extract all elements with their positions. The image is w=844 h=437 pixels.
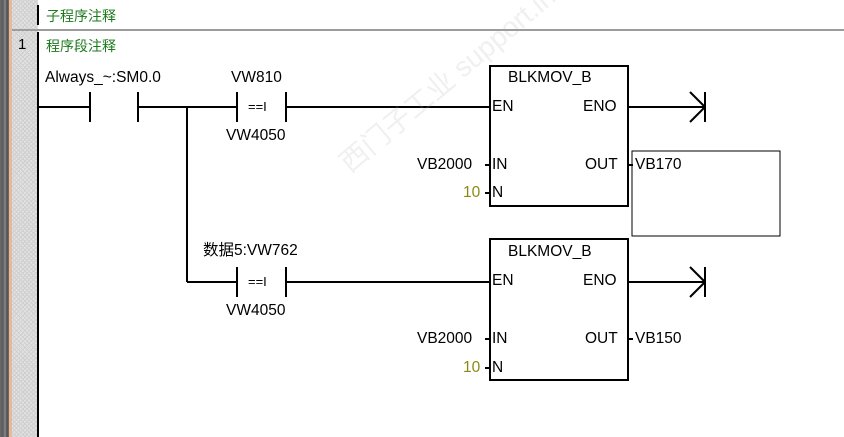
block-2-in-pin: IN xyxy=(492,330,508,347)
block-2-en-pin: EN xyxy=(492,272,514,289)
block-2-n-operand[interactable]: 10 xyxy=(463,359,481,376)
block-1-out-pin: OUT xyxy=(585,156,618,173)
block-1-en-pin: EN xyxy=(492,98,514,115)
block-2-in-operand[interactable]: VB2000 xyxy=(417,330,473,347)
power-rail xyxy=(37,32,39,437)
cmp2-operator: ==I xyxy=(248,274,267,289)
end-coil-icon-2 xyxy=(689,281,706,298)
block-1-title: BLKMOV_B xyxy=(508,69,592,86)
block-1-n-operand[interactable]: 10 xyxy=(463,184,481,201)
blkmov-block-1[interactable] xyxy=(489,65,629,207)
end-coil-icon-2 xyxy=(689,266,706,283)
cmp2-top-operand[interactable]: 数据5:VW762 xyxy=(203,242,298,259)
blkmov-block-2[interactable] xyxy=(489,238,629,381)
operand-edit-box[interactable] xyxy=(631,150,781,237)
block-2-title: BLKMOV_B xyxy=(508,243,592,260)
cmp1-operator: ==I xyxy=(248,99,267,114)
always-contact-label: Always_~:SM0.0 xyxy=(45,69,161,86)
network-number[interactable]: 1 xyxy=(18,36,27,53)
editor-left-border xyxy=(0,0,9,437)
network-gutter xyxy=(12,0,38,437)
block-2-eno-pin: ENO xyxy=(583,272,617,289)
cmp1-top-operand[interactable]: VW810 xyxy=(231,69,282,86)
comment-marker xyxy=(37,5,39,25)
block-1-in-pin: IN xyxy=(492,156,508,173)
block-1-in-operand[interactable]: VB2000 xyxy=(417,156,473,173)
block-1-eno-pin: ENO xyxy=(583,98,617,115)
subroutine-comment-separator xyxy=(12,29,844,31)
cmp1-bottom-operand[interactable]: VW4050 xyxy=(226,127,286,144)
block-2-out-operand[interactable]: VB150 xyxy=(635,330,682,347)
end-coil-icon-1 xyxy=(689,106,706,123)
block-1-out-operand[interactable]: VB170 xyxy=(635,156,682,173)
end-coil-icon-1 xyxy=(689,91,706,108)
subroutine-comment[interactable]: 子程序注释 xyxy=(46,8,116,24)
network-comment[interactable]: 程序段注释 xyxy=(46,38,116,54)
editor-left-accent xyxy=(9,0,12,437)
block-1-n-pin: N xyxy=(492,184,504,201)
block-2-n-pin: N xyxy=(492,359,504,376)
block-2-out-pin: OUT xyxy=(585,330,618,347)
cmp2-bottom-operand[interactable]: VW4050 xyxy=(226,302,286,319)
